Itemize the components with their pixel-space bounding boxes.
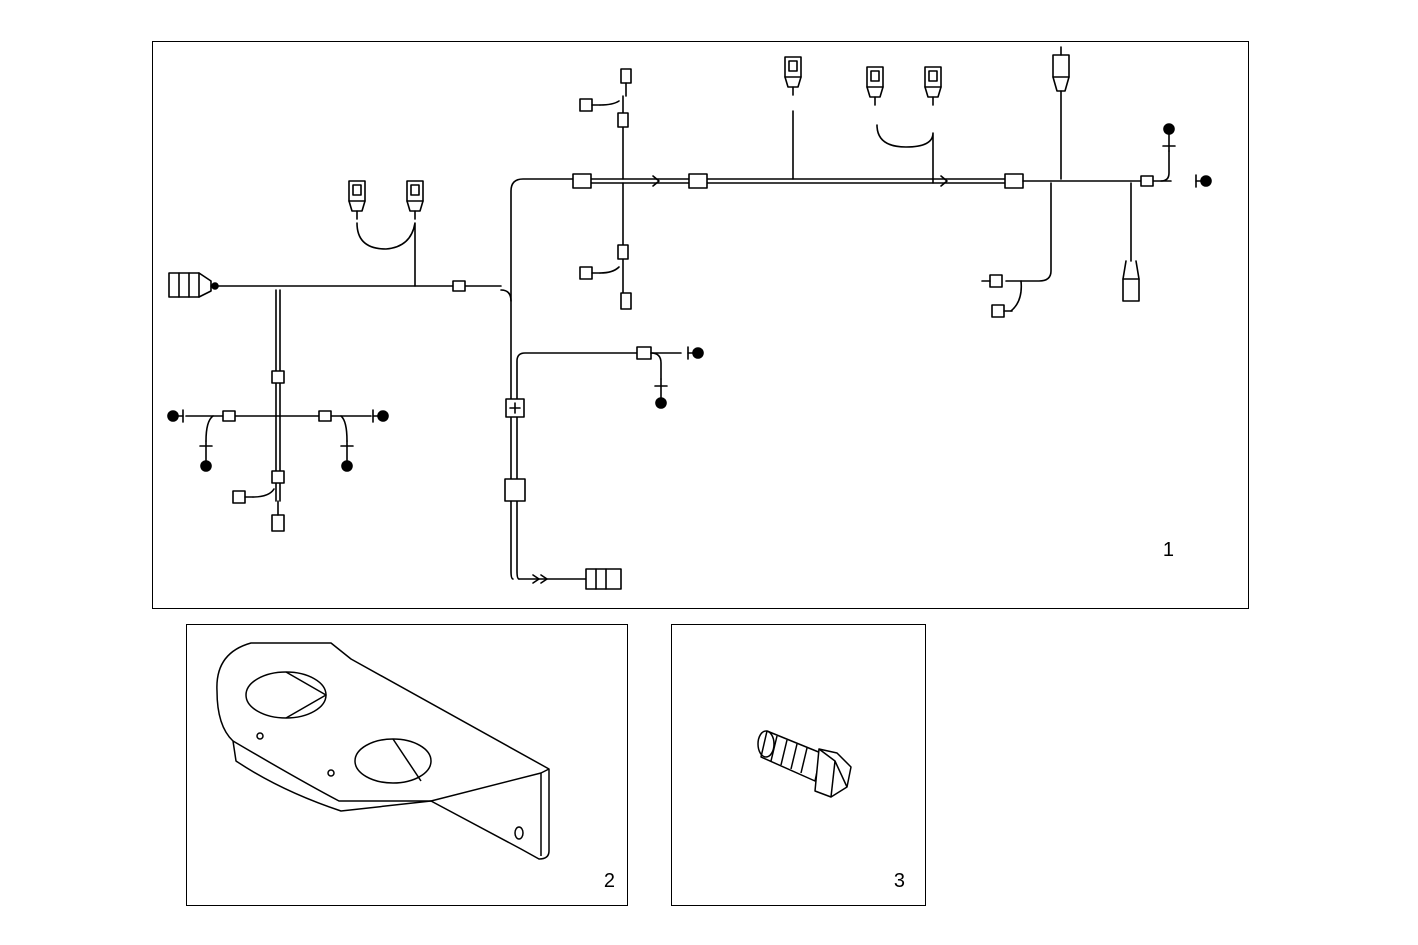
hex-bolt-drawing bbox=[757, 730, 852, 798]
callout-2: 2 bbox=[603, 870, 615, 892]
callout-3: 3 bbox=[893, 870, 905, 892]
harness-panel: 1 bbox=[152, 41, 1249, 609]
mounting-bracket-drawing bbox=[216, 642, 550, 860]
callout-1: 1 bbox=[1162, 539, 1174, 561]
wiring-harness-drawing bbox=[167, 46, 1212, 590]
bracket-panel: 2 bbox=[186, 624, 628, 906]
bolt-panel: 3 bbox=[671, 624, 926, 906]
